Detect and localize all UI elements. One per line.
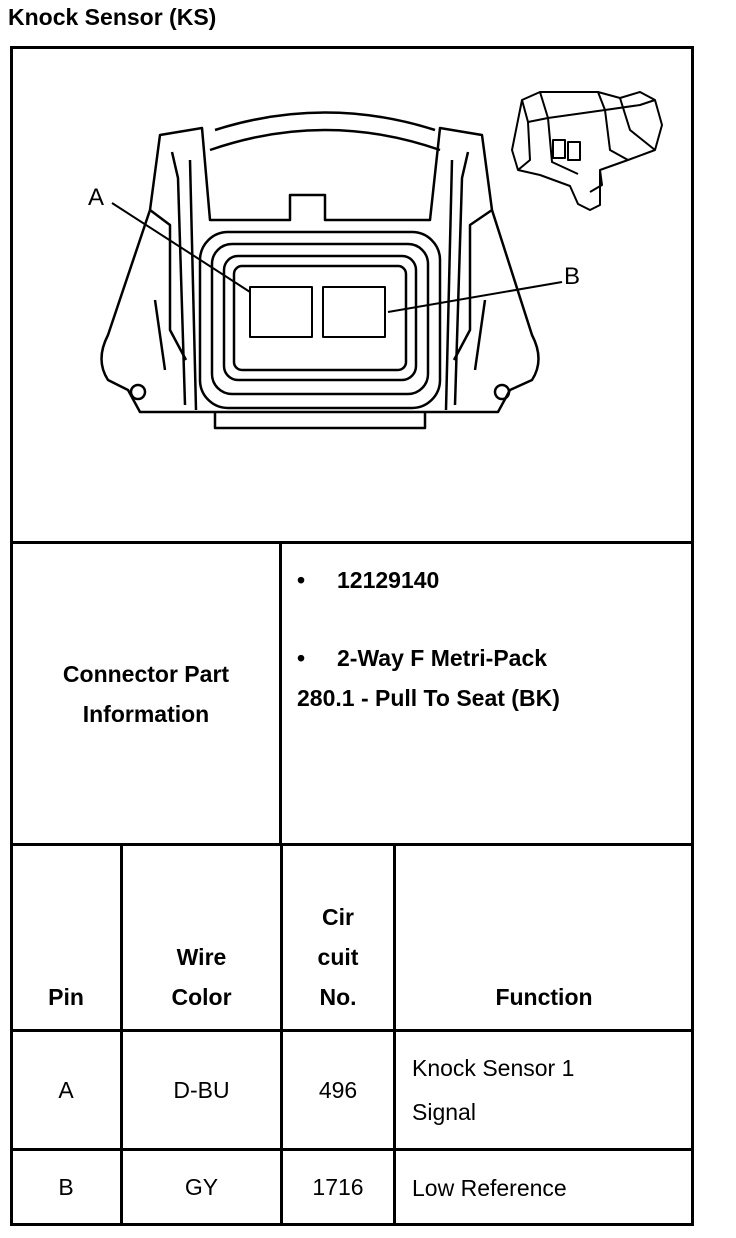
table-row-b-pin: B: [58, 1174, 74, 1200]
connector-description-line1: 2-Way F Metri-Pack: [337, 645, 548, 671]
header-circuit-number: Cir cuit No.: [317, 904, 359, 1010]
connector-thumbnail-icon: [511, 91, 663, 211]
table-row-a-circuit: 496: [318, 1076, 358, 1103]
connector-part-details: • 12129140 • 2-Way F Metri-Pack 280.1 - Pu…: [297, 560, 560, 718]
connector-table-frame: [10, 46, 694, 1226]
divider: [279, 541, 282, 846]
divider: [10, 1029, 694, 1032]
page-title: Knock Sensor (KS): [8, 4, 217, 30]
header-function: Function: [495, 984, 593, 1010]
part-number: 12129140: [337, 567, 440, 593]
bullet-icon: •: [297, 567, 306, 593]
connector-label-line2: Information: [82, 701, 210, 727]
divider: [10, 1148, 694, 1151]
table-row-a-pin: A: [58, 1076, 74, 1103]
table-row-a-wire-color: D-BU: [173, 1076, 230, 1103]
table-row-b-function: Low Reference: [412, 1174, 567, 1201]
connector-description-line2: 280.1 - Pull To Seat (BK): [297, 685, 560, 711]
part-number-item: • 12129140: [297, 560, 560, 600]
table-row-b-wire-color: GY: [184, 1174, 219, 1200]
pin-a-label: A: [88, 184, 104, 211]
pin-b-label: B: [564, 263, 580, 290]
divider: [10, 843, 694, 846]
table-row-b-circuit: 1716: [312, 1174, 364, 1200]
table-row-a-function: Knock Sensor 1 Signal: [412, 1055, 575, 1125]
bullet-icon: •: [297, 645, 306, 671]
connector-description-item: • 2-Way F Metri-Pack: [297, 638, 560, 678]
header-wire-color: Wire Color: [171, 944, 232, 1010]
divider: [280, 843, 283, 1226]
divider: [393, 843, 396, 1226]
divider: [120, 843, 123, 1226]
connector-part-info-label: Connector Part Information: [12, 544, 280, 844]
header-pin: Pin: [48, 984, 84, 1010]
connector-label-line1: Connector Part: [62, 661, 230, 687]
divider: [10, 541, 694, 544]
connector-diagram: A B: [88, 91, 663, 430]
